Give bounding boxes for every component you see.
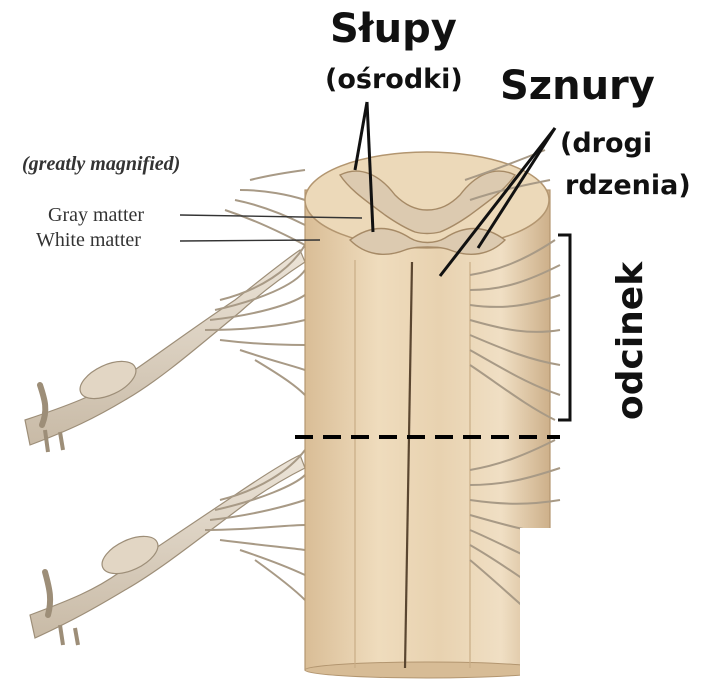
drogi-label: (drogi <box>560 128 652 159</box>
left-rootlets <box>205 170 305 600</box>
magnified-label: (greatly magnified) <box>22 153 180 176</box>
image-mask <box>520 528 705 681</box>
odcinek-bracket <box>558 235 570 420</box>
white-matter-label: White matter <box>36 229 141 252</box>
gray-matter-label: Gray matter <box>48 204 144 227</box>
odcinek-label: odcinek <box>610 262 651 420</box>
upper-left-nerve <box>25 250 305 452</box>
sznury-label: Sznury <box>500 63 655 109</box>
rdzenia-label: rdzenia) <box>565 170 691 201</box>
osrodki-label: (ośrodki) <box>325 64 463 95</box>
slupy-label: Słupy <box>330 6 457 52</box>
